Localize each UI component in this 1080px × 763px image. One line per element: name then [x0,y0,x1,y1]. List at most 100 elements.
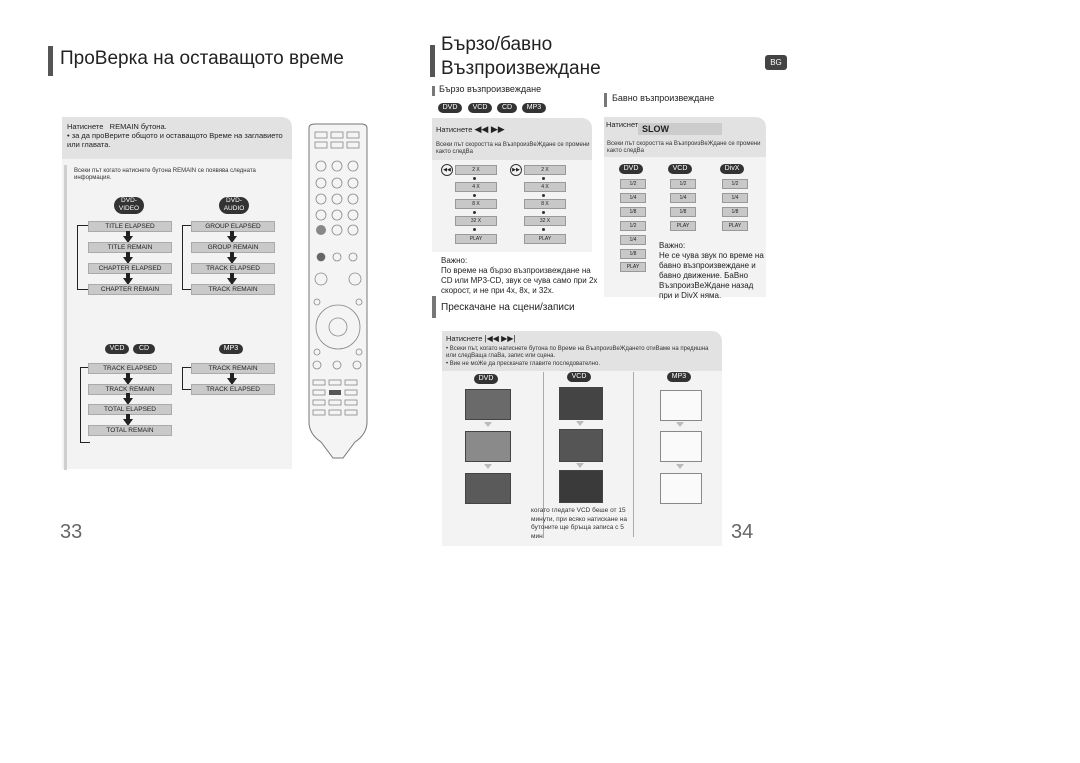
skip-bullet-2: • Вие не моЖе да прескачате главите посл… [446,361,600,367]
instruction-panel [62,117,292,159]
skip-press: Натиснете |◀◀ ▶▶| [446,334,515,343]
arrow-down [227,231,237,243]
pill-dvd: DVD [438,103,462,113]
panel-body [62,159,292,469]
pill-vcd: VCD [668,164,692,174]
arrow-down [227,373,237,385]
section-bar [432,296,436,318]
arrow-down [123,373,133,385]
column-divider [543,372,544,537]
slow-item: PLAY [670,221,696,231]
press-label: Натиснете [67,122,104,131]
column-divider [633,372,634,537]
dvd-scene-thumbnail [465,389,511,420]
page-title-left: ПроВерка на оставащото време [60,48,344,69]
pill-dvd-video: DVD-VIDEO [114,197,144,214]
loop-line [182,225,193,290]
vcd-scene-thumbnail [559,470,603,503]
speed-item: 4 X [524,182,566,192]
slow-item: PLAY [620,262,646,272]
slow-item: 1/4 [670,193,696,203]
flow-item: TITLE ELAPSED [88,221,172,232]
mp3-track-list-thumbnail [660,431,702,462]
slow-heading: Бавно възпроизвеждане [612,93,715,103]
step-dot [542,228,545,231]
arrow-down [123,252,133,264]
title-bar [430,45,435,77]
page-title-right-line2: Възпроизвеждане [441,58,601,79]
arrow-down [123,231,133,243]
pill-cd: CD [497,103,517,113]
fast-forward-rewind-icon: ◀◀ ▶▶ [474,124,505,134]
slow-item: 1/4 [620,193,646,203]
arrow-down [676,422,684,427]
instruction-bullet: • за да проВерите общото и оставащото Вр… [67,131,283,149]
skip-panel [442,331,722,371]
slow-item: 1/8 [620,249,646,259]
forward-icon: ▶▶ [510,164,522,176]
vcd-scene-thumbnail [559,429,603,462]
press-label: Натиснете [446,334,483,343]
arrow-down [227,273,237,285]
pill-vcd: VCD [105,344,129,354]
vcd-note: когато гледате VCD беше от 15 минути, пр… [531,507,627,540]
page-number-left: 33 [60,521,83,543]
pill-mp3: MP3 [219,344,243,354]
slow-item: 1/8 [722,207,748,217]
page-number-right: 34 [731,521,754,543]
slow-item: 1/2 [722,179,748,189]
fast-important: Важно: По време на бързо възпроизвеждане… [441,256,601,296]
important-text: Не се чува звук по време на бавно възпро… [659,251,764,300]
arrow-down [576,463,584,468]
flow-item: TRACK ELAPSED [191,384,275,395]
instruction-text: Натиснете REMAIN бутона. • за да проВери… [67,122,289,149]
loop-line [182,367,193,390]
slow-important: Важно: Не се чува звук по време на бавно… [659,241,764,301]
dvd-scene-thumbnail [465,431,511,462]
flow-item: CHAPTER REMAIN [88,284,172,295]
remain-button-label: REMAIN бутона. [109,122,167,131]
page-title-right-line1: Бързо/бавно [441,34,553,55]
arrow-down [484,464,492,469]
loop-line [80,367,90,443]
arrow-down [123,393,133,405]
speed-item: 32 X [524,216,566,226]
flow-item: TRACK REMAIN [88,384,172,395]
arrow-down [576,421,584,426]
pill-dvd: DVD [619,164,643,174]
remote-control-illustration [308,123,368,459]
mp3-track-list-thumbnail [660,473,702,504]
speed-item: 2 X [455,165,497,175]
slow-item: 1/4 [620,235,646,245]
step-dot [542,177,545,180]
arrow-down [676,464,684,469]
arrow-down [227,252,237,264]
skip-bullet-1: • Всеки път, когато натиснете бутона по … [446,346,709,359]
step-dot [473,211,476,214]
step-dot [542,194,545,197]
speed-item: 8 X [524,199,566,209]
pill-mp3: MP3 [522,103,546,113]
press-label: Натиснете [436,125,473,134]
vcd-scene-thumbnail [559,387,603,420]
left-vertical-rule [64,165,67,470]
fast-heading: Бързо възпроизвеждане [439,84,542,94]
rewind-icon: ◀◀ [441,164,453,176]
important-text: По време на бързо възпроизвеждане на CD … [441,266,598,295]
arrow-down [484,422,492,427]
speed-item: PLAY [524,234,566,244]
slow-item: 1/8 [670,207,696,217]
slow-item: 1/8 [620,207,646,217]
loop-line [77,225,90,290]
section-bar [604,93,607,107]
fast-note: Всеки път скоростта на ВъзпроизВеЖдане с… [436,142,590,155]
press-label: Натиснете [606,120,643,129]
important-label: Важно: [659,241,686,250]
speed-item: 8 X [455,199,497,209]
slow-note: Всеки път скоростта на ВъзпроизВеЖдане с… [607,141,761,154]
skip-icon: |◀◀ ▶▶| [484,334,516,343]
flow-item: TITLE REMAIN [88,242,172,253]
language-badge: BG [765,55,787,70]
speed-item: PLAY [455,234,497,244]
slow-item: 1/2 [620,221,646,231]
